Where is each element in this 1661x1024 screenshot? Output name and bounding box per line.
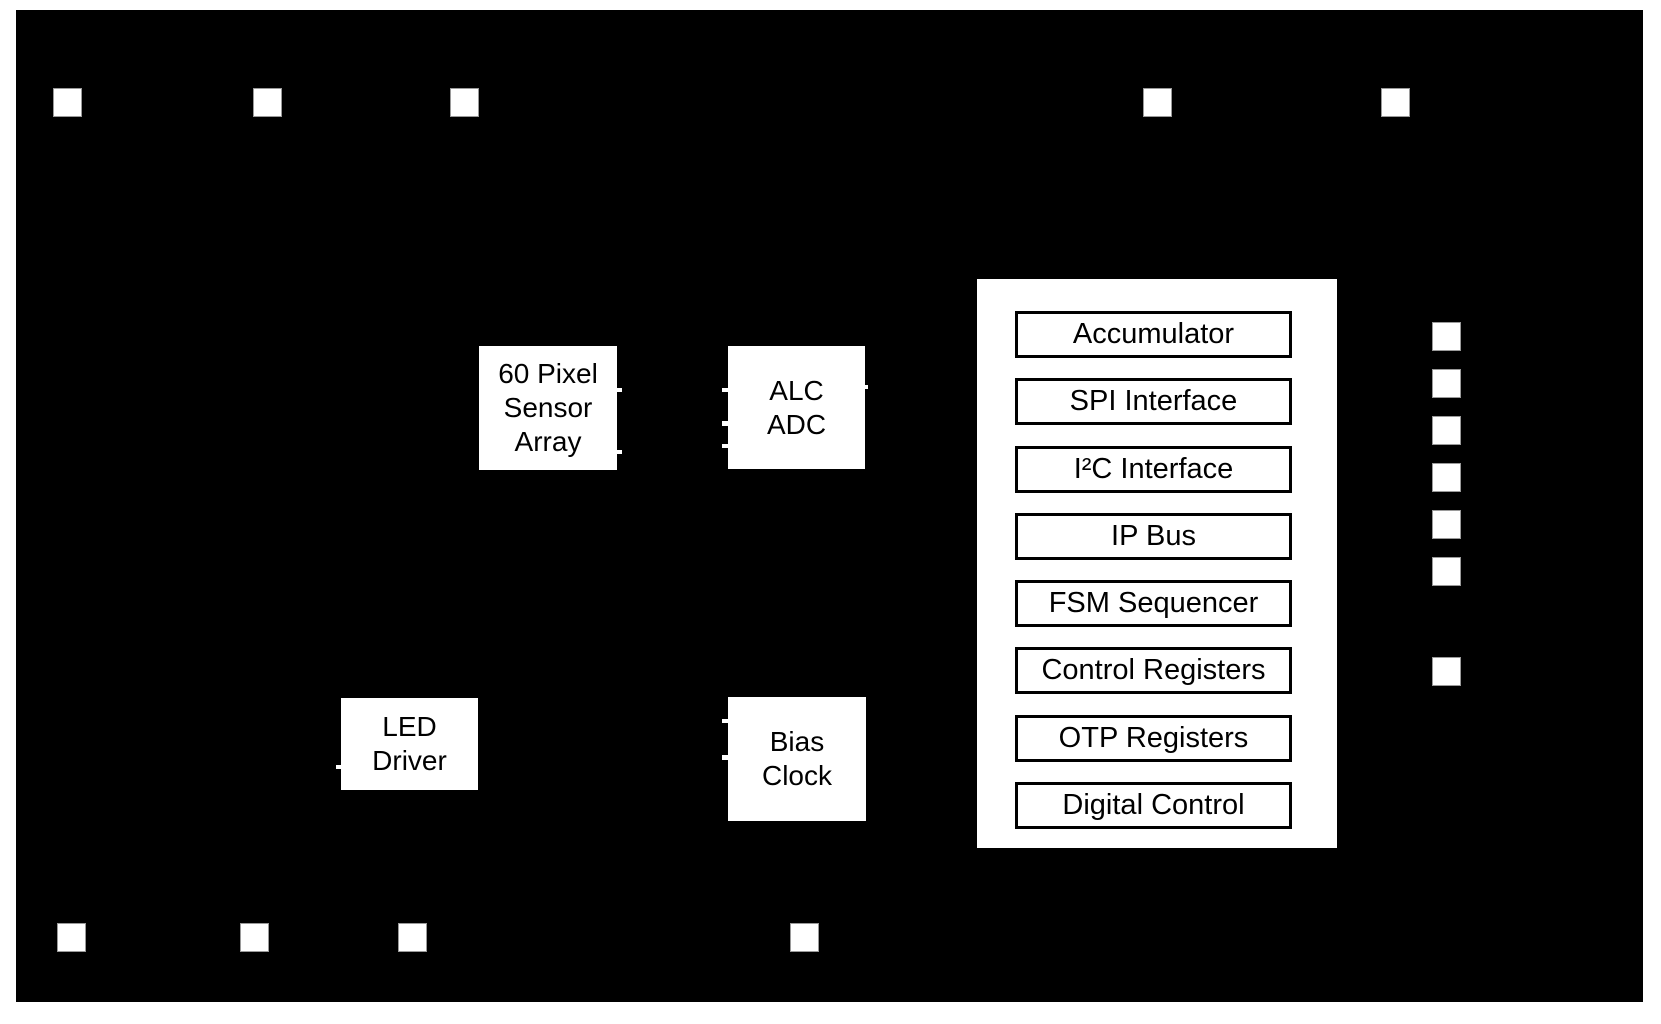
- bond-pad-top-4: [1143, 88, 1172, 117]
- bond-pad-right-4: [1432, 463, 1461, 492]
- block-led-driver: LED Driver: [341, 698, 478, 790]
- bond-pad-top-2: [253, 88, 282, 117]
- panel-item-ip-bus: IP Bus: [1015, 513, 1292, 560]
- arrow-stub-1: [616, 388, 622, 392]
- bond-pad-top-5: [1381, 88, 1410, 117]
- arrow-stub-6: [863, 385, 868, 389]
- block-bias-clock: Bias Clock: [728, 697, 866, 821]
- arrow-stub-2: [616, 450, 622, 454]
- block-alc-adc: ALC ADC: [728, 346, 865, 469]
- arrow-stub-8: [722, 719, 728, 723]
- bond-pad-top-3: [450, 88, 479, 117]
- bond-pad-right-6: [1432, 557, 1461, 586]
- panel-item-control-registers: Control Registers: [1015, 647, 1292, 694]
- panel-item-spi-interface: SPI Interface: [1015, 378, 1292, 425]
- block-sensor-array: 60 Pixel Sensor Array: [479, 346, 617, 470]
- bond-pad-bottom-1: [57, 923, 86, 952]
- arrow-stub-3: [722, 388, 728, 392]
- bond-pad-right-2: [1432, 369, 1461, 398]
- panel-item-otp-registers: OTP Registers: [1015, 715, 1292, 762]
- bond-pad-right-7: [1432, 657, 1461, 686]
- panel-item-digital-control: Digital Control: [1015, 782, 1292, 829]
- bond-pad-top-1: [53, 88, 82, 117]
- bond-pad-bottom-2: [240, 923, 269, 952]
- bond-pad-right-1: [1432, 322, 1461, 351]
- chip-die-area: [16, 10, 1643, 1002]
- bond-pad-right-3: [1432, 416, 1461, 445]
- bond-pad-right-5: [1432, 510, 1461, 539]
- arrow-stub-9: [722, 755, 728, 760]
- panel-item-accumulator: Accumulator: [1015, 311, 1292, 358]
- arrow-stub-4: [722, 421, 728, 426]
- panel-item-i-c-interface: I²C Interface: [1015, 446, 1292, 493]
- bond-pad-bottom-3: [398, 923, 427, 952]
- arrow-stub-5: [722, 444, 728, 448]
- arrow-stub-7: [336, 765, 342, 769]
- bond-pad-bottom-4: [790, 923, 819, 952]
- panel-item-fsm-sequencer: FSM Sequencer: [1015, 580, 1292, 627]
